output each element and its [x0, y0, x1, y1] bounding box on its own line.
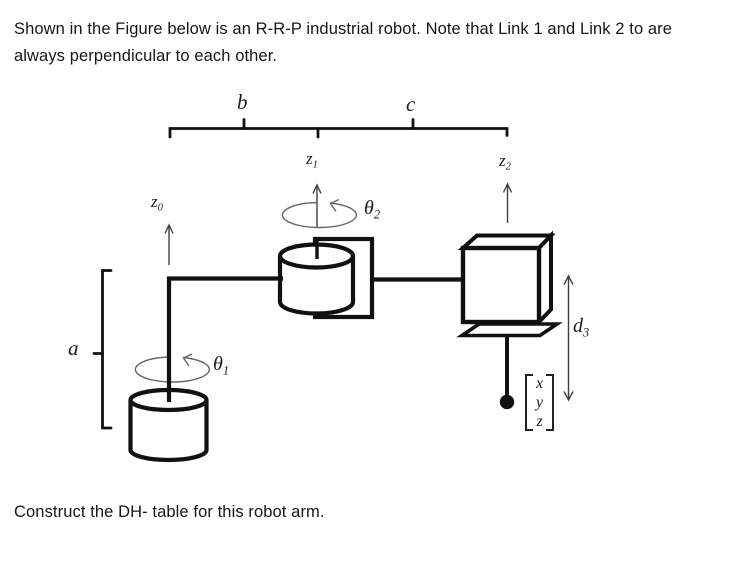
d3-dimension-arrow	[563, 274, 574, 402]
dimension-label-d3: d3	[573, 315, 590, 340]
axis-label-z0: z0	[151, 192, 163, 214]
z0-axis-arrow	[164, 223, 174, 265]
vector-bracket-right	[546, 374, 555, 431]
dimension-label-c: c	[406, 92, 416, 116]
theta2-rotation-arrow	[281, 198, 357, 229]
intro-text-line2: always perpendicular to each other.	[14, 47, 278, 65]
link1	[166, 276, 283, 402]
vector-row-x: x	[536, 375, 544, 392]
intro-text-line1: Shown in the Figure below is an R-R-P in…	[14, 20, 673, 38]
axis-label-z2: z2	[499, 151, 511, 173]
prismatic-joint-box	[457, 230, 556, 327]
dimension-label-b: b	[237, 90, 248, 114]
box-front-face	[460, 245, 542, 325]
theta1-rotation-arrow	[134, 353, 210, 383]
z2-axis-arrow	[502, 182, 513, 223]
axis-label-z1: z1	[306, 149, 318, 171]
joint-label-theta2: θ2	[364, 197, 381, 222]
vector-bracket-left	[525, 374, 533, 431]
vector-entries: x y z	[533, 374, 546, 431]
end-effector-point	[499, 394, 515, 410]
vector-row-z: z	[536, 413, 543, 430]
dimension-bracket-a	[92, 269, 113, 430]
slider-plate	[456, 322, 563, 338]
vector-row-y: y	[536, 394, 544, 411]
dimension-label-a: a	[68, 336, 79, 360]
joint-label-theta1: θ1	[213, 353, 230, 378]
z1-axis-arrow	[312, 183, 322, 227]
end-effector-vector: x y z	[525, 374, 555, 431]
closing-text: Construct the DH- table for this robot a…	[14, 503, 325, 521]
dimension-bracket-bc	[168, 118, 509, 139]
